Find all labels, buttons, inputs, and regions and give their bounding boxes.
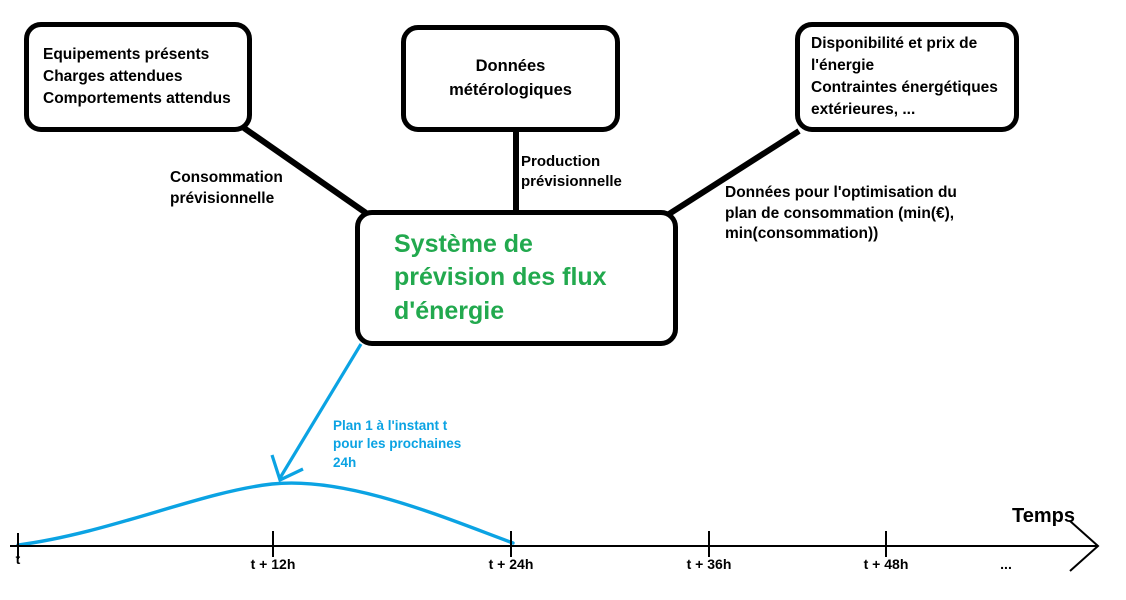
time-axis-tick-label: t + 12h <box>250 556 296 572</box>
edge-label-plan-instant-t: Plan 1 à l'instant t pour les prochaines… <box>333 418 462 470</box>
node-equipements-label: Equipements présents Charges attendues C… <box>43 46 231 107</box>
time-axis-tick-label: ... <box>1000 556 1012 572</box>
node-donnees-meteorologiques-label: Données métérologiques <box>449 57 572 99</box>
node-disponibilite-energie[interactable]: Disponibilité et prix de l'énergie Contr… <box>795 22 1019 132</box>
time-axis-ticks <box>17 531 887 559</box>
edge-label-donnees-optimisation: Données pour l'optimisation du plan de c… <box>725 184 957 243</box>
node-donnees-meteorologiques[interactable]: Données métérologiques <box>401 25 620 132</box>
time-axis-title: Temps <box>1012 505 1075 527</box>
node-disponibilite-energie-label: Disponibilité et prix de l'énergie Contr… <box>811 35 998 118</box>
forecast-curve <box>16 481 515 547</box>
time-axis-arrowhead <box>1069 520 1100 572</box>
time-axis-tick-label: t + 24h <box>488 556 534 572</box>
time-axis-tick-label: t + 36h <box>686 556 732 572</box>
time-axis-tick-label: t + 48h <box>863 556 909 572</box>
node-systeme-prevision-label: Système de prévision des flux d'énergie <box>394 230 607 325</box>
edge-label-consommation-previsionnelle: Consommation prévisionnelle <box>170 169 283 207</box>
node-systeme-prevision[interactable]: Système de prévision des flux d'énergie <box>355 210 678 346</box>
time-axis-tick-label: t <box>15 551 21 567</box>
node-equipements[interactable]: Equipements présents Charges attendues C… <box>24 22 252 132</box>
arrowhead-plan <box>270 454 304 483</box>
edge-label-production-previsionnelle: Production prévisionnelle <box>521 153 622 190</box>
